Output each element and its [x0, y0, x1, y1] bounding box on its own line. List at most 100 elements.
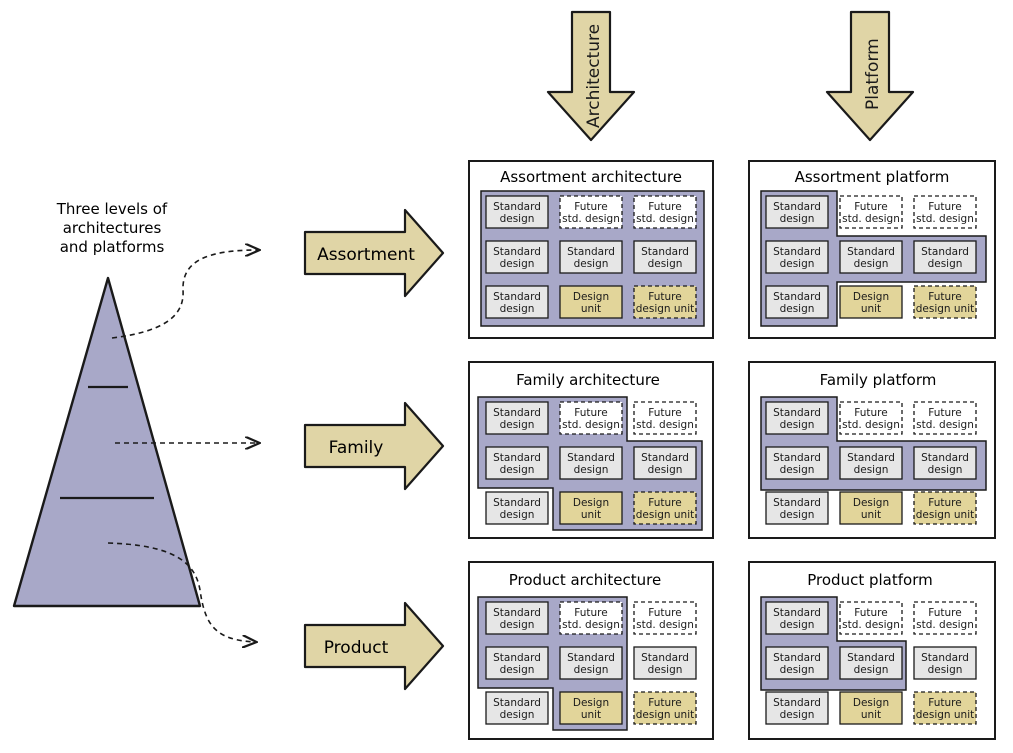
- architecture-arrow: Architecture: [546, 10, 636, 142]
- cell-label-line: design unit: [916, 509, 975, 521]
- cell-label-line: Standard: [567, 246, 615, 258]
- cell-label-line: Standard: [493, 407, 541, 419]
- cell-label-line: Standard: [641, 652, 689, 664]
- family-architecture-panel: Family architecture StandarddesignFuture…: [468, 361, 714, 539]
- cell-label-line: Future: [648, 607, 681, 619]
- cell-label-line: std. design: [916, 213, 974, 225]
- cell-label-line: design unit: [636, 303, 695, 315]
- cell-label-line: std. design: [636, 213, 694, 225]
- cell-label-line: design: [574, 664, 609, 676]
- connector-assortment: [111, 250, 258, 339]
- panel-title: Product platform: [807, 571, 932, 589]
- cell-label-line: std. design: [562, 619, 620, 631]
- cell-label-line: Standard: [921, 452, 969, 464]
- cell-label-line: Design: [573, 497, 609, 509]
- cell-label-line: Future: [928, 201, 961, 213]
- cell-label-line: Standard: [773, 246, 821, 258]
- cell-label-line: Standard: [773, 452, 821, 464]
- cell-label-line: design: [780, 303, 815, 315]
- cell-label-line: design: [574, 258, 609, 270]
- cell-label-line: Standard: [921, 246, 969, 258]
- cell-label-line: Future: [928, 407, 961, 419]
- cell-label-line: std. design: [562, 213, 620, 225]
- platform-arrow: Platform: [825, 10, 915, 142]
- cell-label-line: Future: [648, 291, 681, 303]
- cell-label-line: design unit: [916, 303, 975, 315]
- intro-line-2: architectures: [63, 219, 162, 237]
- cell-label-line: std. design: [636, 619, 694, 631]
- cell-label-line: Design: [573, 697, 609, 709]
- cell-label-line: design: [500, 419, 535, 431]
- cell-label-line: unit: [861, 303, 881, 315]
- cell-label-line: Standard: [921, 652, 969, 664]
- cell-label-line: Standard: [773, 697, 821, 709]
- cell-label-line: design: [928, 464, 963, 476]
- product-platform-panel: Product platform StandarddesignFuturestd…: [748, 561, 996, 740]
- cell-label-line: design: [500, 464, 535, 476]
- cell-label-line: Standard: [773, 607, 821, 619]
- cell-label-line: design unit: [636, 509, 695, 521]
- assortment-architecture-panel: Assortment architecture StandarddesignFu…: [468, 160, 714, 339]
- cell-label-line: Standard: [847, 652, 895, 664]
- cell-label-line: Future: [648, 497, 681, 509]
- cell-label-line: design: [574, 464, 609, 476]
- cell-label-line: design: [500, 303, 535, 315]
- panel-title: Assortment architecture: [500, 168, 682, 186]
- cell-label-line: design unit: [636, 709, 695, 721]
- cell-label-line: Standard: [493, 201, 541, 213]
- cell-label-line: Standard: [773, 291, 821, 303]
- cell-label-line: Standard: [847, 246, 895, 258]
- cell-label-line: design: [854, 464, 889, 476]
- cell-label-line: std. design: [916, 619, 974, 631]
- cell-label-line: design: [500, 619, 535, 631]
- assortment-platform-panel: Assortment platform StandarddesignFuture…: [748, 160, 996, 339]
- levels-pyramid: [12, 276, 202, 608]
- cell-label-line: std. design: [842, 619, 900, 631]
- cell-label-line: Future: [574, 201, 607, 213]
- cell-label-line: Future: [648, 697, 681, 709]
- cell-label-line: unit: [861, 509, 881, 521]
- product-arrow-label: Product: [324, 638, 389, 658]
- cell-label-line: design: [648, 258, 683, 270]
- cell-label-line: design: [780, 419, 815, 431]
- cell-label-line: design: [500, 213, 535, 225]
- cell-label-line: design: [854, 664, 889, 676]
- cell-label-line: design: [648, 464, 683, 476]
- panel-title: Assortment platform: [795, 168, 950, 186]
- cell-label-line: Future: [648, 201, 681, 213]
- cell-label-line: Standard: [773, 407, 821, 419]
- family-arrow: Family: [303, 401, 445, 491]
- product-architecture-panel: Product architecture StandarddesignFutur…: [468, 561, 714, 740]
- cell-label-line: Standard: [567, 452, 615, 464]
- family-arrow-label: Family: [329, 438, 384, 458]
- cell-label-line: unit: [861, 709, 881, 721]
- cell-label-line: Future: [928, 697, 961, 709]
- cell-label-line: Standard: [847, 452, 895, 464]
